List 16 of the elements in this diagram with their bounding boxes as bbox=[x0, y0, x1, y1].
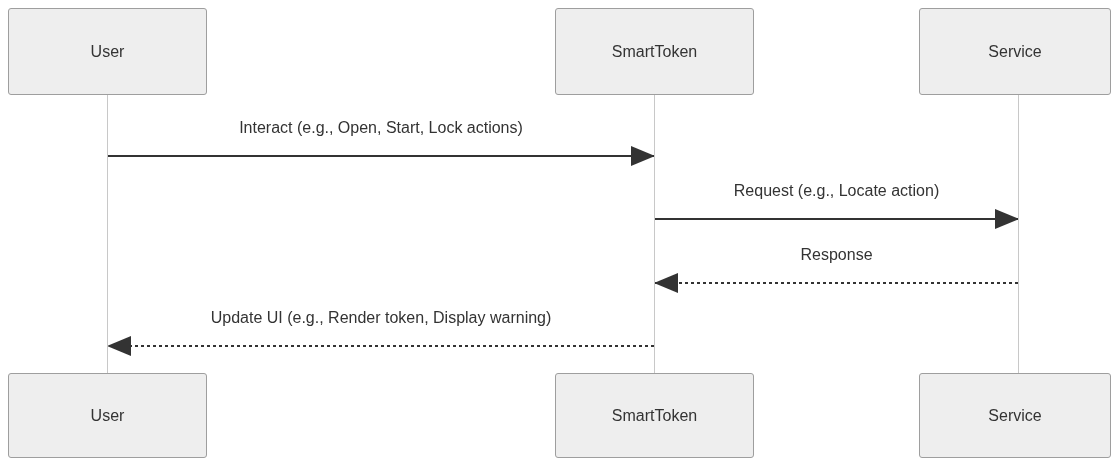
lifeline bbox=[107, 95, 108, 373]
participant-box: User bbox=[8, 373, 207, 458]
lifeline bbox=[1018, 95, 1019, 373]
message-arrow bbox=[654, 273, 1019, 293]
message-arrow bbox=[654, 209, 1019, 229]
participant-box: SmartToken bbox=[555, 8, 754, 95]
message-arrow bbox=[107, 146, 655, 166]
edge-label: Interact (e.g., Open, Start, Lock actions) bbox=[237, 119, 525, 137]
participant-box: SmartToken bbox=[555, 373, 754, 458]
edge-label: Response bbox=[798, 246, 875, 264]
participant-box: Service bbox=[919, 8, 1111, 95]
lifeline bbox=[654, 95, 655, 373]
message-arrow bbox=[107, 336, 655, 356]
participant-box: User bbox=[8, 8, 207, 95]
participant-box: Service bbox=[919, 373, 1111, 458]
edge-label: Update UI (e.g., Render token, Display warning) bbox=[208, 309, 554, 327]
